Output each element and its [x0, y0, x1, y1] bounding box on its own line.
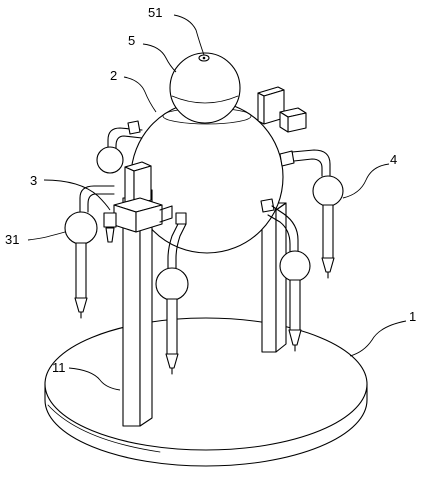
emitter-right-front	[260, 198, 311, 352]
emitter-front-left	[64, 185, 115, 319]
callout-label-4: 4	[390, 152, 397, 167]
callout-31: 31	[5, 231, 66, 247]
emitter-rear-left	[96, 120, 143, 174]
front-clamp	[103, 197, 173, 233]
callout-label-2: 2	[110, 68, 117, 83]
callout-label-3: 3	[30, 173, 37, 188]
callout-5: 5	[128, 33, 177, 73]
callout-1: 1	[349, 309, 416, 357]
callout-11: 11	[52, 360, 121, 391]
callout-label-11: 11	[52, 360, 66, 375]
base-plate	[44, 317, 368, 467]
emitter-front-center	[155, 212, 189, 375]
callout-3: 3	[30, 173, 111, 211]
callout-2: 2	[110, 68, 157, 113]
callout-label-5: 5	[128, 33, 135, 48]
callout-label-31: 31	[5, 232, 19, 247]
top-sphere	[169, 52, 241, 124]
callout-label-51: 51	[148, 5, 162, 20]
top-nozzle	[198, 54, 210, 62]
callout-51: 51	[148, 5, 205, 56]
callout-label-1: 1	[409, 309, 416, 324]
rear-support-column	[257, 86, 307, 353]
emitter-right	[279, 149, 344, 279]
main-sphere	[130, 100, 284, 254]
callout-4: 4	[342, 152, 397, 199]
